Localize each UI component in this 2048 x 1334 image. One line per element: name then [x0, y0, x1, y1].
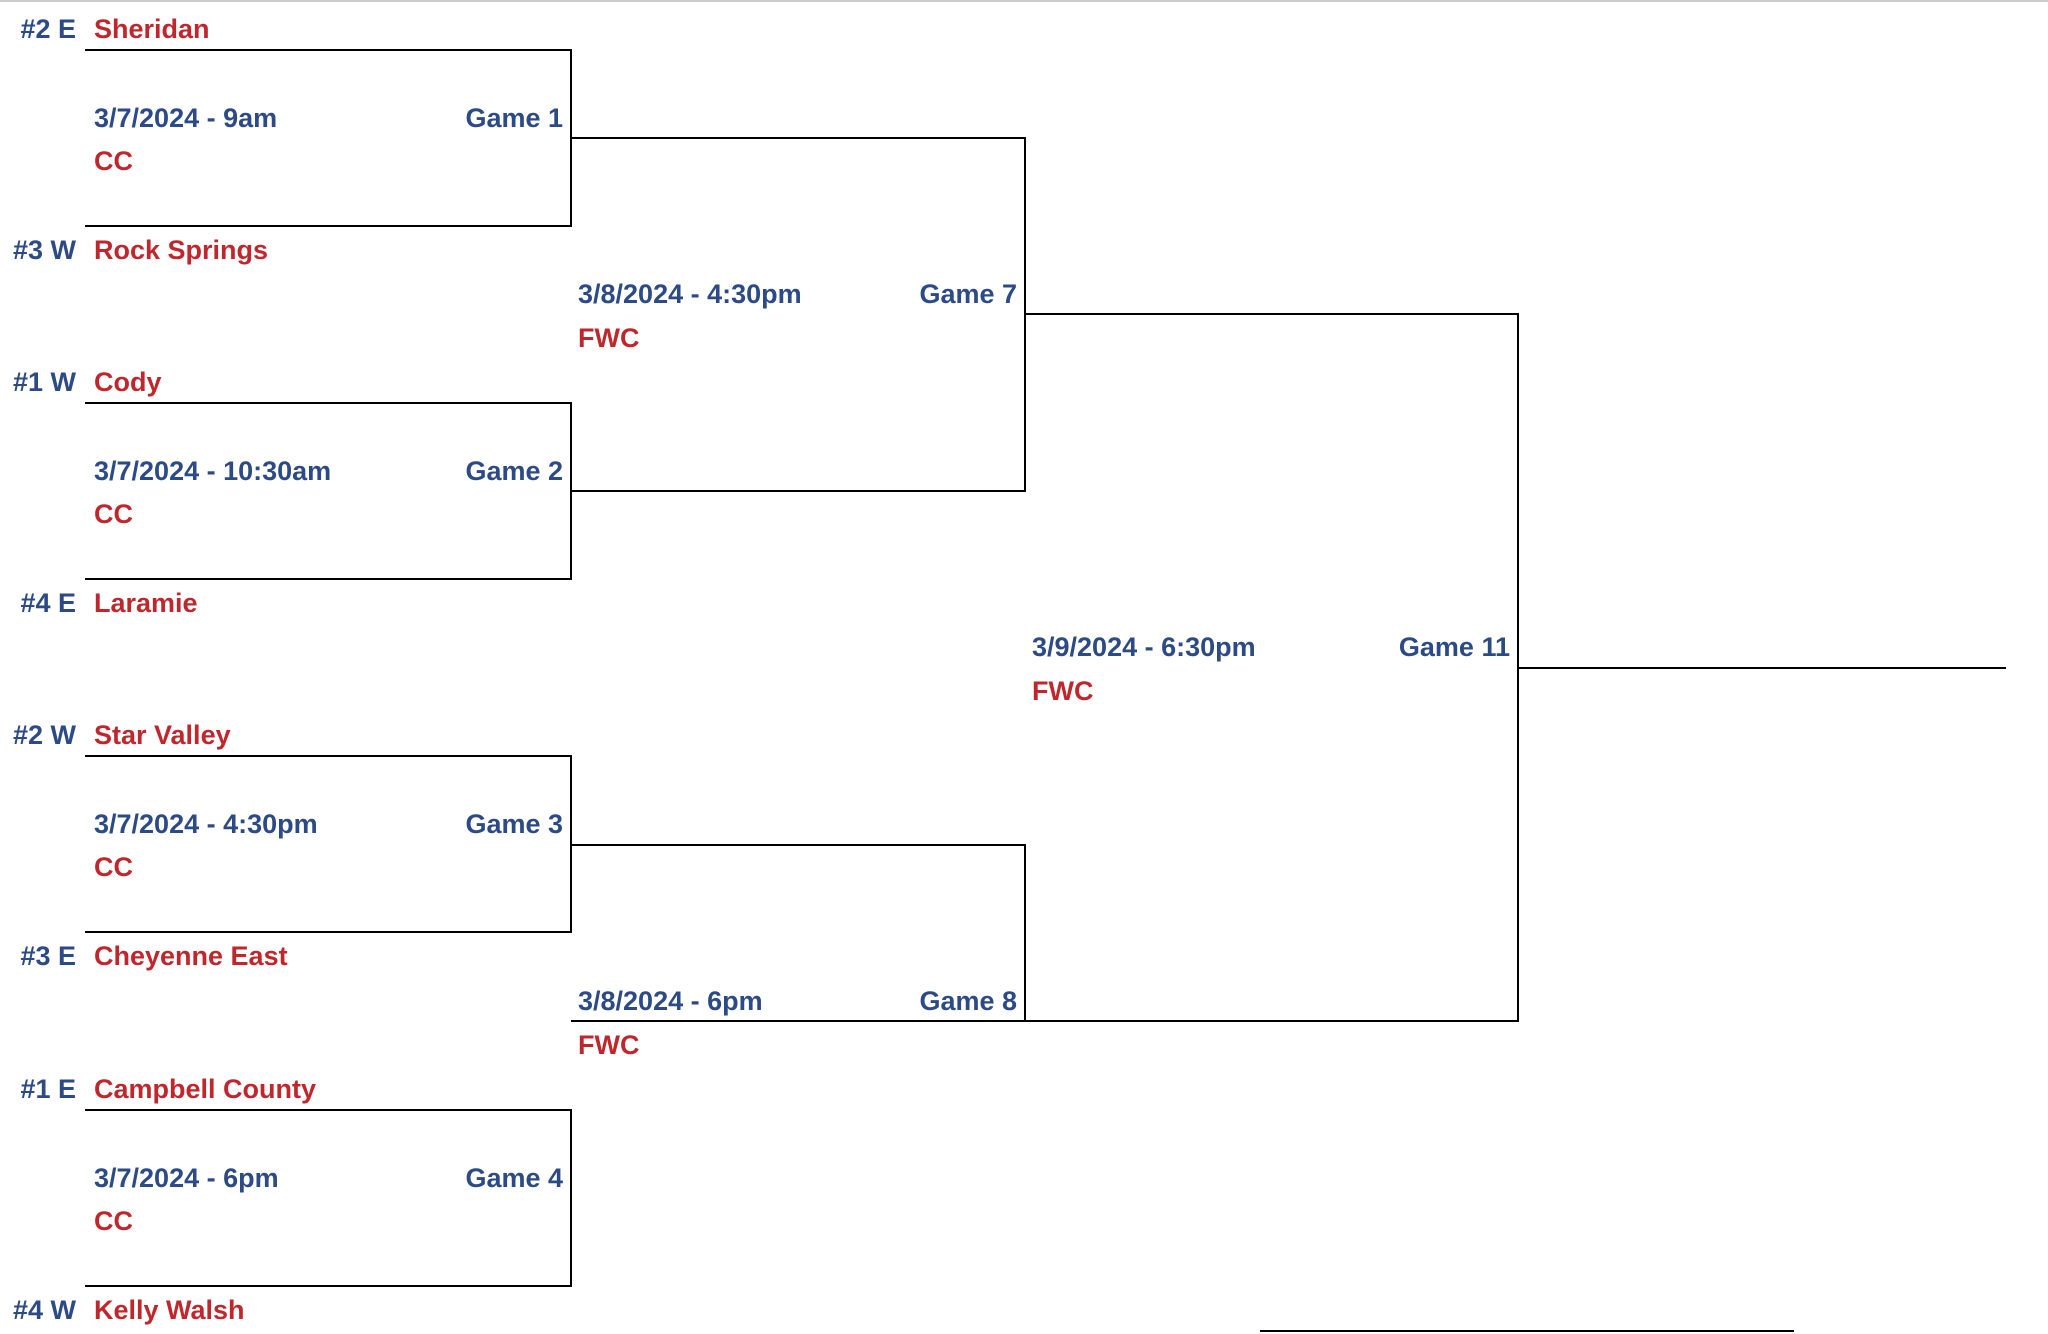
team-seed: #4 E	[20, 588, 76, 618]
game-datetime: 3/7/2024 - 9am	[94, 103, 278, 133]
team-seed: #3 W	[12, 235, 76, 265]
game-label: Game 4	[465, 1163, 563, 1193]
game-label: Game 3	[465, 809, 563, 839]
game-3-bracket-line	[85, 755, 572, 933]
game-label: Game 11	[1398, 632, 1510, 662]
team-name: Kelly Walsh	[94, 1295, 245, 1325]
team-name: Campbell County	[94, 1074, 317, 1104]
game-datetime: 3/7/2024 - 4:30pm	[94, 809, 318, 839]
team-name: Star Valley	[94, 720, 231, 750]
game-datetime: 3/7/2024 - 6pm	[94, 1163, 279, 1193]
game-venue: FWC	[578, 1030, 640, 1060]
game-datetime: 3/9/2024 - 6:30pm	[1032, 632, 1256, 662]
game-datetime: 3/8/2024 - 4:30pm	[578, 279, 802, 309]
game-venue: FWC	[578, 323, 640, 353]
game-venue: CC	[94, 146, 133, 176]
game-4-bracket-line	[85, 1109, 572, 1287]
game-datetime: 3/7/2024 - 10:30am	[94, 456, 332, 486]
team-seed: #1 W	[12, 367, 76, 397]
game-2-bracket-line	[85, 402, 572, 580]
game-label: Game 1	[465, 103, 563, 133]
game-venue: CC	[94, 1206, 133, 1236]
game-label: Game 7	[919, 279, 1017, 309]
team-name: Laramie	[94, 588, 198, 618]
game-venue: CC	[94, 499, 133, 529]
game-label: Game 2	[465, 456, 563, 486]
game-label: Game 8	[919, 986, 1017, 1016]
team-seed: #4 W	[12, 1295, 76, 1325]
team-seed: #1 E	[20, 1074, 76, 1104]
game-11-bracket-line	[1025, 313, 1519, 1022]
team-name: Cody	[94, 367, 162, 397]
game-datetime: 3/8/2024 - 6pm	[578, 986, 763, 1016]
team-name: Cheyenne East	[94, 941, 288, 971]
team-seed: #2 W	[12, 720, 76, 750]
game-1-bracket-line	[85, 49, 572, 227]
team-name: Rock Springs	[94, 235, 269, 265]
game-venue: CC	[94, 852, 133, 882]
game-7-bracket-line	[571, 137, 1026, 492]
team-seed: #3 E	[20, 941, 76, 971]
team-seed: #2 E	[20, 14, 76, 44]
game-8-bracket-line	[571, 844, 1026, 1022]
team-name: Sheridan	[94, 14, 210, 44]
game-venue: FWC	[1032, 676, 1094, 706]
